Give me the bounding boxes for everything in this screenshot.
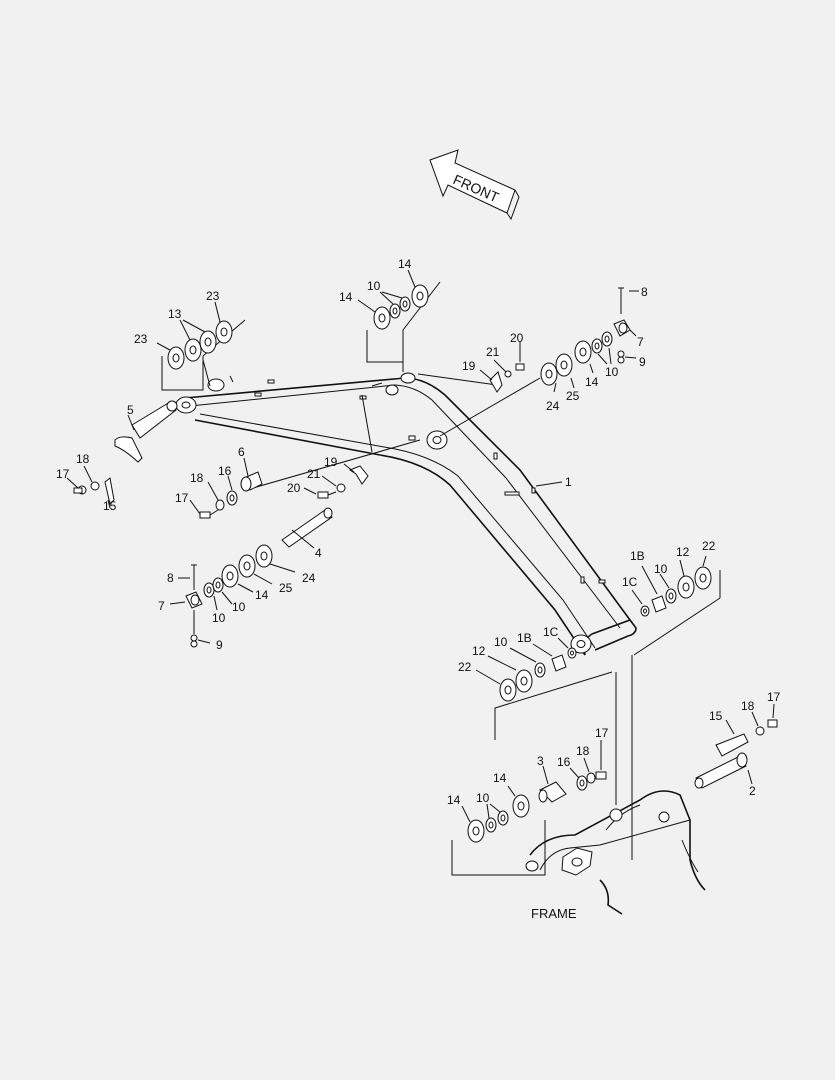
frame-bolt-washer-16-18-17 <box>569 740 607 791</box>
front-direction-arrow: FRONT <box>429 149 520 221</box>
label-part-18-frame: 18 <box>576 744 590 758</box>
label-part-12-right: 12 <box>676 545 690 559</box>
pin-lock-19-20-21-top <box>479 342 525 393</box>
middle-pin-4 <box>281 507 333 549</box>
label-part-10-top: 10 <box>367 279 381 293</box>
boom-body <box>175 372 637 656</box>
label-part-10-left-a: 10 <box>212 611 226 625</box>
frame-washer-stack-14-10 <box>451 785 546 876</box>
label-part-14-left: 14 <box>255 588 269 602</box>
label-part-9-top: 9 <box>639 355 646 369</box>
label-part-14-top-right: 14 <box>585 375 599 389</box>
label-part-17-middle: 17 <box>175 491 189 505</box>
label-part-25-top: 25 <box>566 389 580 403</box>
label-part-9-left: 9 <box>216 638 223 652</box>
label-part-14-frame-a: 14 <box>447 793 461 807</box>
label-part-10-left-b: 10 <box>232 600 246 614</box>
label-part-17-frame: 17 <box>595 726 609 740</box>
label-part-21-middle: 21 <box>307 467 321 481</box>
label-part-10-frame: 10 <box>476 791 490 805</box>
bushing-assembly-7-8-9-left <box>169 564 211 648</box>
label-part-4: 4 <box>315 546 322 560</box>
label-part-16-frame: 16 <box>557 755 571 769</box>
label-part-16-middle: 16 <box>218 464 232 478</box>
label-part-7-top: 7 <box>637 335 644 349</box>
label-part-2: 2 <box>749 784 756 798</box>
label-part-14-top-b: 14 <box>339 290 353 304</box>
label-part-1c-left: 1C <box>543 625 559 639</box>
leader-lines <box>202 345 721 860</box>
label-part-10-lower: 10 <box>494 635 508 649</box>
label-part-25-left: 25 <box>279 581 293 595</box>
tip-bushing-group-right <box>631 555 712 617</box>
washer-stack-24-25-14-10-right <box>540 287 639 393</box>
label-part-1b-right: 1B <box>630 549 645 563</box>
frame-pin-2 <box>694 703 778 789</box>
label-part-24-left: 24 <box>302 571 316 585</box>
label-part-17-left: 17 <box>56 467 70 481</box>
frame-outline: FRAME <box>525 790 706 921</box>
label-part-18-right: 18 <box>741 699 755 713</box>
label-part-8-top: 8 <box>641 285 648 299</box>
label-part-14-top-a: 14 <box>398 257 412 271</box>
label-part-7-left: 7 <box>158 599 165 613</box>
label-part-19-middle: 19 <box>324 455 338 469</box>
label-part-22-left: 22 <box>458 660 472 674</box>
label-part-24-top: 24 <box>546 399 560 413</box>
label-part-5: 5 <box>127 403 134 417</box>
label-part-10-top-right: 10 <box>605 365 619 379</box>
label-part-23-lower: 23 <box>134 332 148 346</box>
label-part-6: 6 <box>238 445 245 459</box>
label-part-15-left: 15 <box>103 499 117 513</box>
label-part-14-frame-b: 14 <box>493 771 507 785</box>
label-part-8-left: 8 <box>167 571 174 585</box>
label-part-3: 3 <box>537 754 544 768</box>
label-part-20-top: 20 <box>510 331 524 345</box>
foot-pin-5 <box>114 400 178 463</box>
label-part-18-left: 18 <box>76 452 90 466</box>
pin-lock-19-20-21-middle <box>303 463 369 499</box>
label-part-22-right: 22 <box>702 539 716 553</box>
pin-stop-6 <box>240 457 263 492</box>
label-part-1b-left: 1B <box>517 631 532 645</box>
label-part-1c-right: 1C <box>622 575 638 589</box>
washer-stack-14-10-top <box>357 269 441 363</box>
label-part-19-top: 19 <box>462 359 476 373</box>
washer-stack-10-14-25-24-left <box>203 544 296 611</box>
bolt-washer-16-18-17-left <box>189 475 238 519</box>
label-part-20-middle: 20 <box>287 481 301 495</box>
washer-stack-23-13 <box>156 301 246 391</box>
label-part-18-middle: 18 <box>190 471 204 485</box>
foot-lock-plate-15 <box>66 465 115 509</box>
label-part-21-top: 21 <box>486 345 500 359</box>
label-part-13: 13 <box>168 307 182 321</box>
part-number-labels: 1 2 3 4 5 6 8 7 9 10 14 25 24 20 21 19 1… <box>56 257 781 807</box>
label-part-12-left: 12 <box>472 644 486 658</box>
label-part-15-right: 15 <box>709 709 723 723</box>
label-part-17-right: 17 <box>767 690 781 704</box>
pin-collar-3 <box>538 765 567 803</box>
label-part-10-right: 10 <box>654 562 668 576</box>
label-part-1: 1 <box>565 475 572 489</box>
frame-label: FRAME <box>531 906 577 921</box>
label-part-23-upper: 23 <box>206 289 220 303</box>
tip-bushing-group-left <box>475 637 577 702</box>
